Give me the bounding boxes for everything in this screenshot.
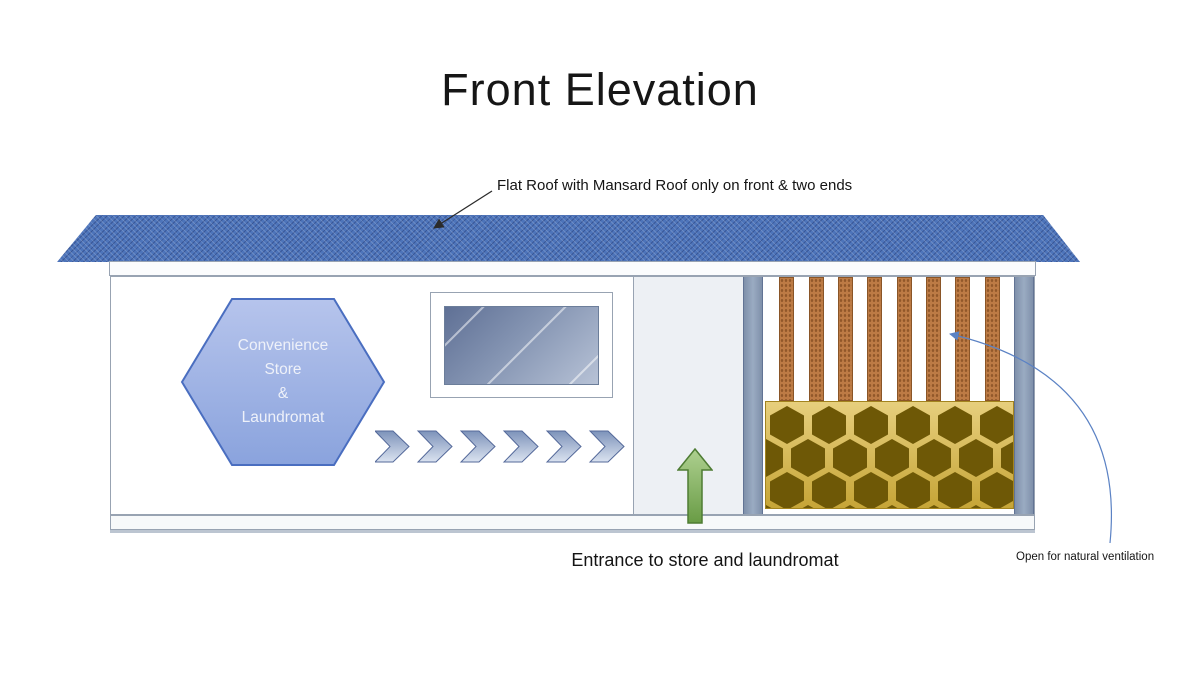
- louver-slat: [779, 277, 795, 401]
- louver-slat: [925, 277, 941, 401]
- hexagon-sign: [180, 297, 386, 467]
- sign-line: Laundromat: [241, 409, 325, 427]
- chevron-right-icon: [375, 430, 410, 463]
- direction-chevrons: [375, 430, 625, 463]
- sign-line: Store: [264, 360, 302, 378]
- building-base: [110, 515, 1035, 530]
- ventilation-note: Open for natural ventilation: [1016, 551, 1155, 563]
- louver-slat: [955, 277, 971, 401]
- hexagon-sign-shape: [180, 298, 386, 466]
- pillar-left: [743, 277, 763, 514]
- chevron-right-icon: [417, 430, 453, 463]
- louver-slat: [896, 277, 912, 401]
- louver-panel: [765, 277, 1014, 401]
- page-title: Front Elevation: [441, 64, 759, 115]
- roof-annotation-text: Flat Roof with Mansard Roof only on fron…: [497, 177, 853, 194]
- hexagon-sign-text: Convenience Store & Laundromat: [180, 297, 386, 467]
- honeycomb-panel: [765, 401, 1014, 509]
- louver-slat: [808, 277, 824, 401]
- entrance-label: Entrance to store and laundromat: [571, 550, 839, 570]
- mansard-roof: [57, 215, 1080, 262]
- chevron-right-icon: [503, 430, 539, 463]
- louver-slat: [867, 277, 883, 401]
- chevron-right-icon: [546, 430, 582, 463]
- window-glass: [444, 306, 599, 385]
- pillar-right: [1014, 277, 1034, 514]
- louver-slat: [837, 277, 853, 401]
- chevron-right-icon: [460, 430, 496, 463]
- entrance-arrow-icon: [677, 448, 713, 524]
- ventilation-section: [765, 277, 1014, 514]
- roof-fascia: [109, 261, 1036, 276]
- storefront-window: [430, 292, 613, 398]
- sign-line: &: [277, 385, 289, 402]
- louver-slat: [984, 277, 1000, 401]
- honeycomb-pattern: [766, 406, 1013, 508]
- chevron-right-icon: [589, 430, 625, 463]
- sign-line: Convenience: [237, 336, 329, 354]
